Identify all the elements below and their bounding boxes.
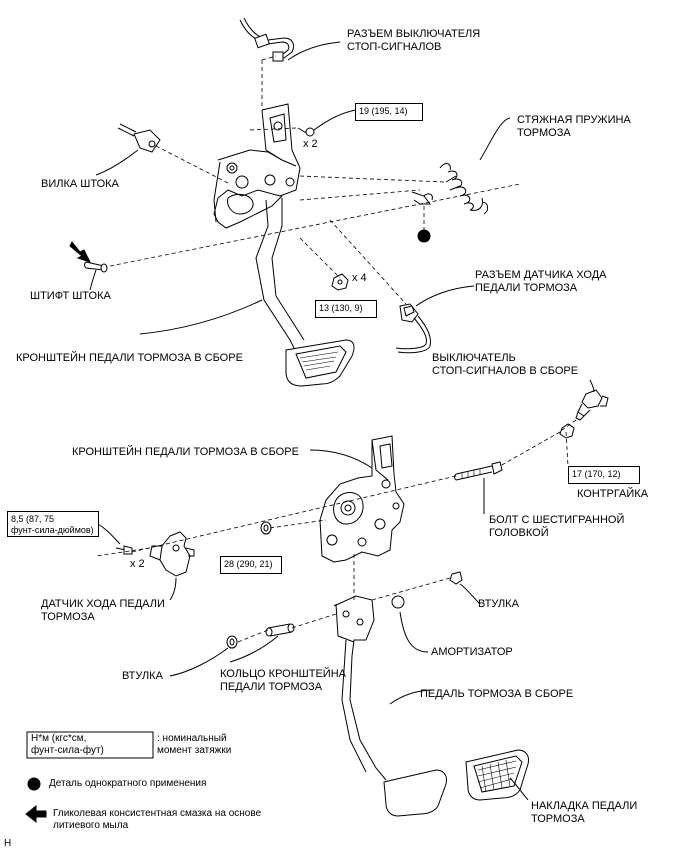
- label-push-rod-clevis: ВИЛКА ШТОКА: [41, 178, 119, 190]
- label-stroke-sensor-connector: РАЗЪЕМ ДАТЧИКА ХОДА ПЕДАЛИ ТОРМОЗА: [475, 269, 606, 295]
- torque-box-28: 28 (290, 21): [220, 556, 282, 574]
- label-return-spring: СТЯЖНАЯ ПРУЖИНА ТОРМОЗА: [517, 114, 631, 140]
- nut-x4-part: [331, 273, 349, 291]
- label-bracket-assy-bottom: КРОНШТЕЙН ПЕДАЛИ ТОРМОЗА В СБОРЕ: [72, 446, 299, 458]
- torque-box-19: 19 (195, 14): [355, 103, 423, 121]
- torque-value: фунт-сила-дюймов): [11, 525, 94, 535]
- label-line: ВЫКЛЮЧАТЕЛЬ: [432, 352, 516, 364]
- label-line: ПЕДАЛИ ТОРМОЗА: [475, 282, 578, 294]
- label-line: РАЗЪЕМ ВЫКЛЮЧАТЕЛЯ: [347, 28, 481, 40]
- hex-bolt-part: [454, 461, 503, 481]
- label-line: ТОРМОЗА: [531, 813, 585, 825]
- label-hex-bolt: БОЛТ С ШЕСТИГРАННОЙ ГОЛОВКОЙ: [489, 514, 624, 540]
- label-stop-switch-connector: РАЗЪЕМ ВЫКЛЮЧАТЕЛЯ СТОП-СИГНАЛОВ: [347, 28, 480, 54]
- label-line: ТОРМОЗА: [517, 127, 571, 139]
- label-line: ГОЛОВКОЙ: [489, 527, 549, 539]
- torque-value: 13 (130, 9): [319, 303, 363, 313]
- multiplier-x2-bottom: x 2: [130, 558, 145, 570]
- washer-28-part: [260, 521, 272, 535]
- label-lock-nut: КОНТРГАЙКА: [577, 488, 649, 500]
- return-spring-part: [439, 163, 489, 215]
- label-line: СТОП-СИГНАЛОВ В СБОРЕ: [432, 365, 579, 377]
- pedal-arm-top-part: [255, 198, 355, 387]
- label-stop-switch-assy: ВЫКЛЮЧАТЕЛЬ СТОП-СИГНАЛОВ В СБОРЕ: [432, 352, 578, 378]
- torque-box-17: 17 (170, 12): [568, 466, 640, 484]
- label-line: ТОРМОЗА: [41, 611, 95, 623]
- stroke-sensor-part: [149, 531, 195, 577]
- multiplier-x4: x 4: [352, 272, 367, 284]
- label-line: РАЗЪЕМ ДАТЧИКА ХОДА: [475, 269, 607, 281]
- push-rod-pin-part: [84, 261, 108, 273]
- label-pedal-assy: ПЕДАЛЬ ТОРМОЗА В СБОРЕ: [420, 688, 574, 700]
- label-line: СТЯЖНАЯ ПРУЖИНА: [517, 114, 631, 126]
- bolt-bottom-part: [115, 545, 133, 555]
- bolt-top-part: [297, 127, 315, 137]
- bracket-top-part: [213, 103, 301, 229]
- cushion-part: [391, 595, 405, 609]
- legend-line: Гликолевая консистентная смазка на основ…: [53, 808, 262, 819]
- pedal-bottom-part: [333, 595, 447, 817]
- torque-value: 19 (195, 14): [359, 106, 408, 116]
- legend-grease-text: Гликолевая консистентная смазка на основ…: [53, 808, 261, 832]
- stop-switch-part: [575, 389, 609, 421]
- legend-torque-box: [26, 731, 154, 759]
- bracket-bottom-part: [319, 435, 405, 563]
- bushing-left-part: [226, 635, 238, 649]
- legend-torque-units: Н*м (кгс*см, фунт-сила-фут): [31, 733, 104, 757]
- grease-arrow-icon: [69, 241, 91, 263]
- torque-value: 17 (170, 12): [572, 469, 621, 479]
- legend-grease-arrow-icon: [25, 804, 47, 824]
- push-rod-clevis-part: [117, 123, 161, 153]
- non-reusable-marker: [417, 229, 431, 243]
- legend-line: Н*м (кгс*см,: [31, 733, 87, 744]
- legend-line: : номинальный: [157, 733, 227, 744]
- label-pedal-pad: НАКЛАДКА ПЕДАЛИ ТОРМОЗА: [531, 800, 637, 826]
- label-line: НАКЛАДКА ПЕДАЛИ: [531, 800, 638, 812]
- label-line: СТОП-СИГНАЛОВ: [347, 41, 442, 53]
- stroke-sensor-connector-part: [395, 303, 431, 354]
- label-bracket-collar: КОЛЬЦО КРОНШТЕЙНА ПЕДАЛИ ТОРМОЗА: [220, 668, 346, 694]
- label-line: КОЛЬЦО КРОНШТЕЙНА: [220, 668, 346, 680]
- torque-box-13: 13 (130, 9): [315, 300, 377, 318]
- label-line: БОЛТ С ШЕСТИГРАННОЙ: [489, 514, 625, 526]
- lock-nut-part: [559, 423, 575, 439]
- bushing-right-part: [449, 571, 463, 585]
- label-bushing-right: ВТУЛКА: [478, 598, 519, 610]
- label-cushion: АМОРТИЗАТОР: [431, 646, 513, 658]
- clip-part: [411, 191, 433, 205]
- torque-value: 8,5 (87, 75: [11, 514, 55, 524]
- legend-line: фунт-сила-фут): [31, 745, 104, 756]
- legend-line: момент затяжки: [157, 745, 232, 756]
- pedal-pad-part: [465, 749, 529, 801]
- torque-value: 28 (290, 21): [224, 559, 273, 569]
- legend-non-reusable-text: Деталь однократного применения: [49, 778, 207, 789]
- label-line: ДАТЧИК ХОДА ПЕДАЛИ: [41, 598, 165, 610]
- label-bushing-left: ВТУЛКА: [122, 670, 163, 682]
- torque-box-8-5: 8,5 (87, 75 фунт-сила-дюймов): [7, 511, 99, 537]
- stop-switch-connector-part: [239, 17, 295, 62]
- label-push-rod-pin: ШТИФТ ШТОКА: [30, 290, 111, 302]
- corner-code: H: [4, 838, 12, 849]
- legend-non-reusable-icon: [27, 777, 41, 791]
- multiplier-x2-top: x 2: [303, 138, 318, 150]
- bracket-collar-part: [265, 623, 295, 637]
- legend-torque-description: : номинальный момент затяжки: [157, 733, 231, 757]
- legend-line: литиевого мыла: [53, 820, 129, 831]
- label-stroke-sensor: ДАТЧИК ХОДА ПЕДАЛИ ТОРМОЗА: [41, 598, 165, 624]
- label-bracket-assy-top: КРОНШТЕЙН ПЕДАЛИ ТОРМОЗА В СБОРЕ: [16, 352, 243, 364]
- label-line: ПЕДАЛИ ТОРМОЗА: [220, 681, 323, 693]
